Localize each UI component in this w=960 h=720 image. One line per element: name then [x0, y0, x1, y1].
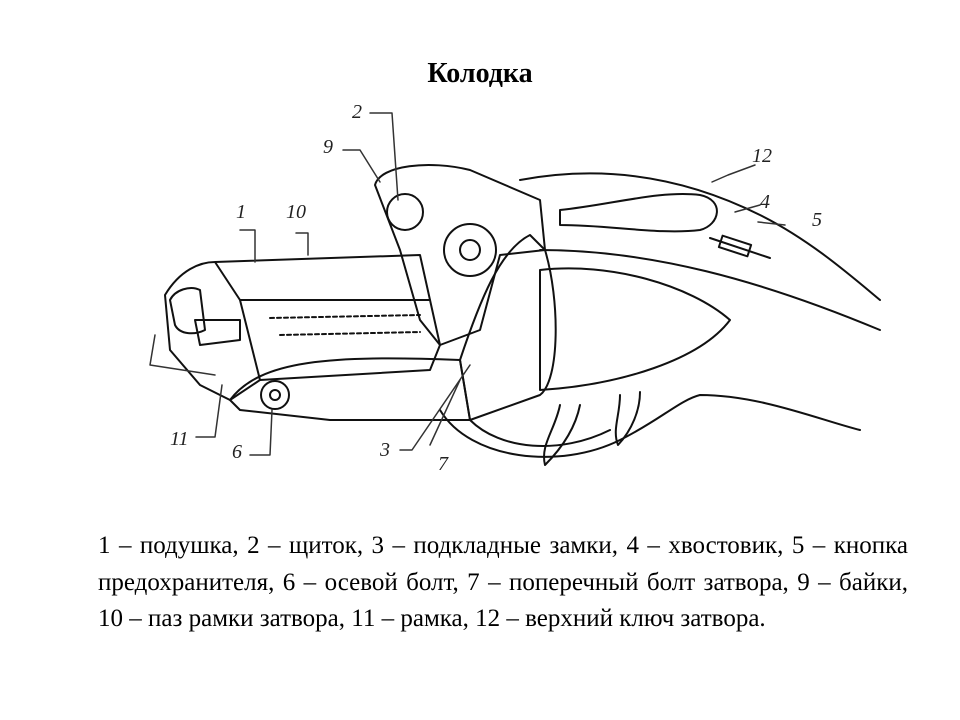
- top-lever: [559, 193, 718, 233]
- slide-title: Колодка: [427, 58, 533, 89]
- callout-11: 10: [286, 201, 306, 223]
- receiver-bar: [164, 254, 441, 401]
- legend-caption: 1 – подушка, 2 – щиток, 3 – подкладные з…: [98, 532, 908, 632]
- callout-4: 4: [760, 191, 770, 213]
- callout-5: 5: [812, 209, 822, 231]
- hinge-pin: [260, 380, 290, 410]
- callout-7: 7: [438, 453, 449, 475]
- callout-labels: 2 9 12 4 5 1 10 11 6 3 7: [170, 101, 822, 475]
- callout-9: 9: [323, 136, 333, 158]
- trigger-guard: [439, 394, 861, 458]
- firing-pin-bushing: [443, 223, 497, 277]
- trigger: [543, 404, 581, 466]
- bite-slot: [169, 287, 206, 335]
- stock-outline: [519, 172, 881, 301]
- callout-10: 11: [170, 428, 189, 450]
- receiver-diagram: 2 9 12 4 5 1 10 11 6 3 7: [149, 101, 881, 475]
- callout-3: 3: [379, 439, 390, 461]
- callout-6: 6: [232, 441, 242, 463]
- callout-1: 1: [236, 201, 246, 223]
- side-plate: [539, 267, 731, 391]
- safety-button: [717, 234, 753, 258]
- receiver-body: [459, 234, 557, 421]
- firing-pin-bushing: [386, 193, 424, 231]
- standing-breech: [374, 164, 546, 346]
- trigger: [614, 391, 641, 446]
- knuckle: [229, 357, 471, 421]
- callout-12: 12: [752, 145, 772, 167]
- callout-2: 2: [352, 101, 362, 123]
